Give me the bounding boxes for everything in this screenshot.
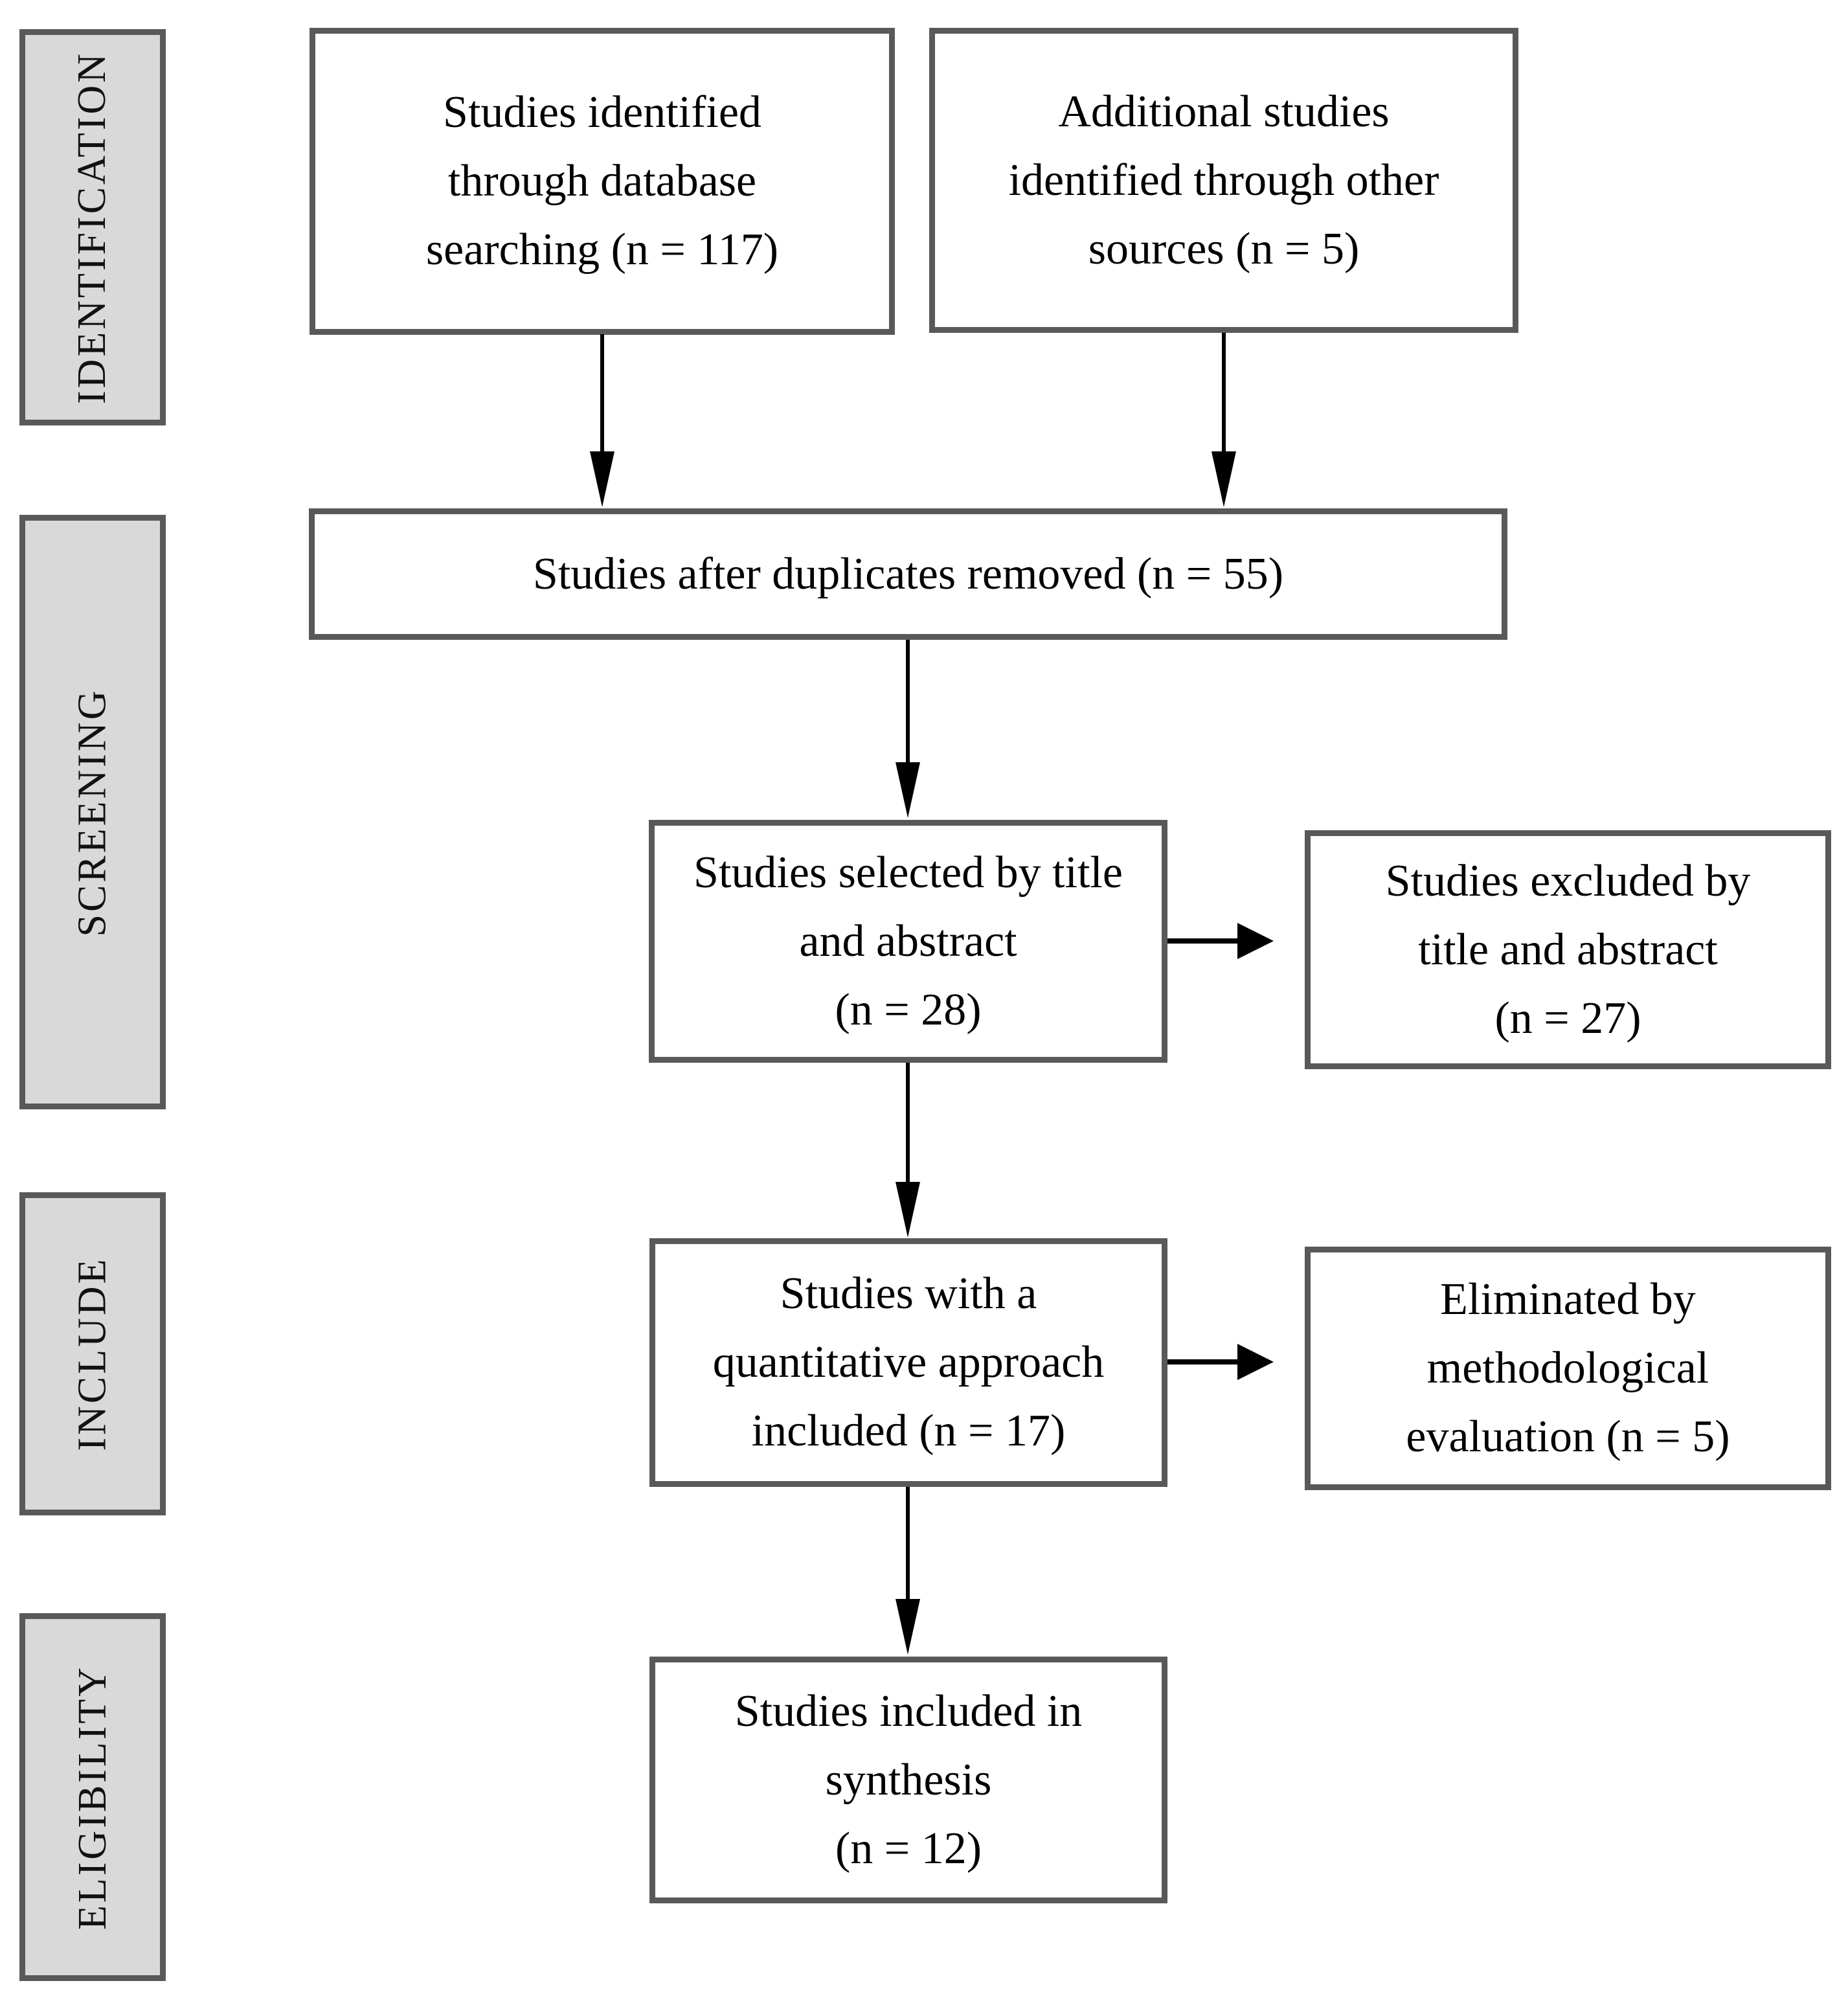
box-text-line: searching (n = 117) xyxy=(425,225,779,275)
box-text-line: Additional studies xyxy=(1058,86,1390,137)
arrow-head-down-icon xyxy=(590,451,614,507)
box-text-line: sources (n = 5) xyxy=(1088,223,1360,274)
stage-label-eligibility: ELIGIBILITY xyxy=(70,1664,115,1930)
box-text-line: Eliminated by xyxy=(1440,1274,1696,1324)
box-text-line: (n = 28) xyxy=(835,984,982,1035)
arrow-stem xyxy=(906,1063,910,1182)
arrow-head-down-icon xyxy=(896,762,920,818)
box-additional-studies-other-sources: Additional studies identified through ot… xyxy=(929,28,1518,333)
arrow-stem xyxy=(906,1487,910,1599)
box-quantitative-approach-included: Studies with a quantitative approach inc… xyxy=(649,1238,1167,1487)
arrow-head-right-icon xyxy=(1237,923,1274,959)
arrow-stem xyxy=(1167,938,1237,944)
arrow-stem xyxy=(906,640,910,762)
box-text-line: Studies after duplicates removed (n = 55… xyxy=(532,549,1284,599)
box-text-line: included (n = 17) xyxy=(751,1406,1066,1456)
box-studies-identified-database: Studies identified through database sear… xyxy=(310,28,895,335)
arrow-stem xyxy=(1222,333,1226,451)
box-text-line: evaluation (n = 5) xyxy=(1406,1412,1730,1462)
stage-band-eligibility: ELIGIBILITY xyxy=(19,1613,166,1981)
box-text-line: Studies with a xyxy=(780,1269,1037,1319)
box-text-line: methodological xyxy=(1426,1343,1709,1393)
box-text-line: and abstract xyxy=(799,916,1017,966)
arrow-head-right-icon xyxy=(1237,1344,1274,1380)
box-excluded-by-title-abstract: Studies excluded by title and abstract (… xyxy=(1305,830,1831,1069)
stage-label-include: INCLUDE xyxy=(70,1256,115,1451)
box-eliminated-methodological-evaluation: Eliminated by methodological evaluation … xyxy=(1305,1247,1831,1490)
arrow-head-down-icon xyxy=(896,1182,920,1238)
arrow-head-down-icon xyxy=(896,1599,920,1655)
box-text-line: title and abstract xyxy=(1418,924,1718,975)
box-text-line: (n = 12) xyxy=(835,1823,982,1874)
stage-band-include: INCLUDE xyxy=(19,1192,166,1515)
arrow-head-down-icon xyxy=(1211,451,1236,507)
box-text-line: Studies included in xyxy=(734,1686,1083,1736)
stage-band-identification: IDENTIFICATION xyxy=(19,29,166,425)
stage-label-identification: IDENTIFICATION xyxy=(70,51,115,404)
stage-label-screening: SCREENING xyxy=(70,688,115,936)
box-text-line: (n = 27) xyxy=(1494,993,1641,1043)
box-after-duplicates-removed: Studies after duplicates removed (n = 55… xyxy=(309,508,1507,640)
box-text-line: quantitative approach xyxy=(712,1337,1105,1387)
box-text-line: through database xyxy=(447,156,757,206)
arrow-stem xyxy=(1167,1359,1237,1365)
stage-band-screening: SCREENING xyxy=(19,515,166,1109)
box-text-line: Studies selected by title xyxy=(693,847,1123,898)
box-text-line: Studies excluded by xyxy=(1385,855,1751,906)
box-text-line: Studies identified xyxy=(443,87,761,137)
arrow-stem xyxy=(600,334,604,451)
box-included-in-synthesis: Studies included in synthesis (n = 12) xyxy=(649,1657,1167,1903)
box-text-line: synthesis xyxy=(825,1754,992,1805)
box-text-line: identified through other xyxy=(1008,155,1439,205)
box-selected-by-title-abstract: Studies selected by title and abstract (… xyxy=(649,820,1167,1063)
